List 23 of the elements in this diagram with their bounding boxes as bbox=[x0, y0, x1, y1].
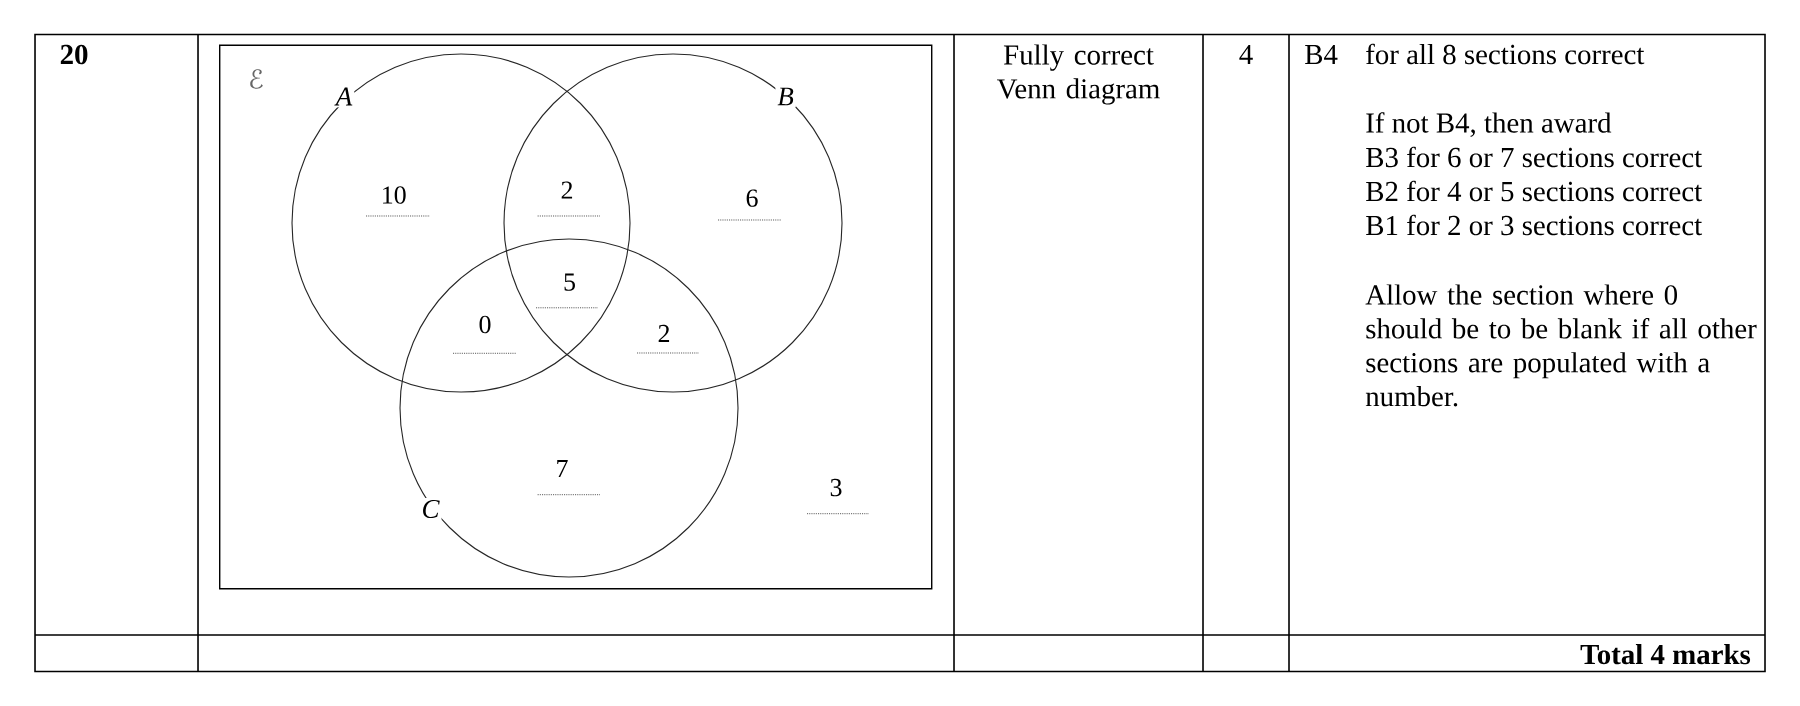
region-count: 2 bbox=[561, 181, 573, 199]
universal-set-symbol: ℰ bbox=[246, 67, 266, 91]
mark-code: B4 bbox=[1305, 45, 1338, 65]
region-count: 0 bbox=[479, 315, 491, 334]
set-label: C bbox=[419, 497, 442, 520]
question-number: 20 bbox=[60, 44, 88, 65]
marking-note: B3 for 6 or 7 sections correct bbox=[1366, 146, 1702, 168]
marking-note: B2 for 4 or 5 sections correct bbox=[1366, 180, 1702, 202]
region-count: 10 bbox=[383, 186, 406, 204]
set-label: A bbox=[333, 85, 355, 108]
region-count: 6 bbox=[746, 189, 758, 207]
marking-note: If not B4, then award bbox=[1366, 112, 1612, 137]
marking-note: for all 8 sections correct bbox=[1366, 43, 1645, 65]
mark-value: 4 bbox=[1239, 45, 1253, 64]
marking-note: B1 for 2 or 3 sections correct bbox=[1366, 214, 1702, 236]
set-label: B bbox=[775, 85, 796, 108]
region-count: 5 bbox=[564, 273, 575, 291]
region-count: 7 bbox=[557, 460, 568, 477]
region-count: 3 bbox=[830, 478, 842, 497]
answer-text: Fully correct Venn diagram bbox=[997, 44, 1160, 105]
total-marks: Total 4 marks bbox=[1580, 643, 1751, 665]
marking-note: Allow the section where 0 should be to be blank if all other sections are populated with a number. bbox=[1365, 284, 1757, 407]
region-count: 2 bbox=[658, 324, 670, 342]
